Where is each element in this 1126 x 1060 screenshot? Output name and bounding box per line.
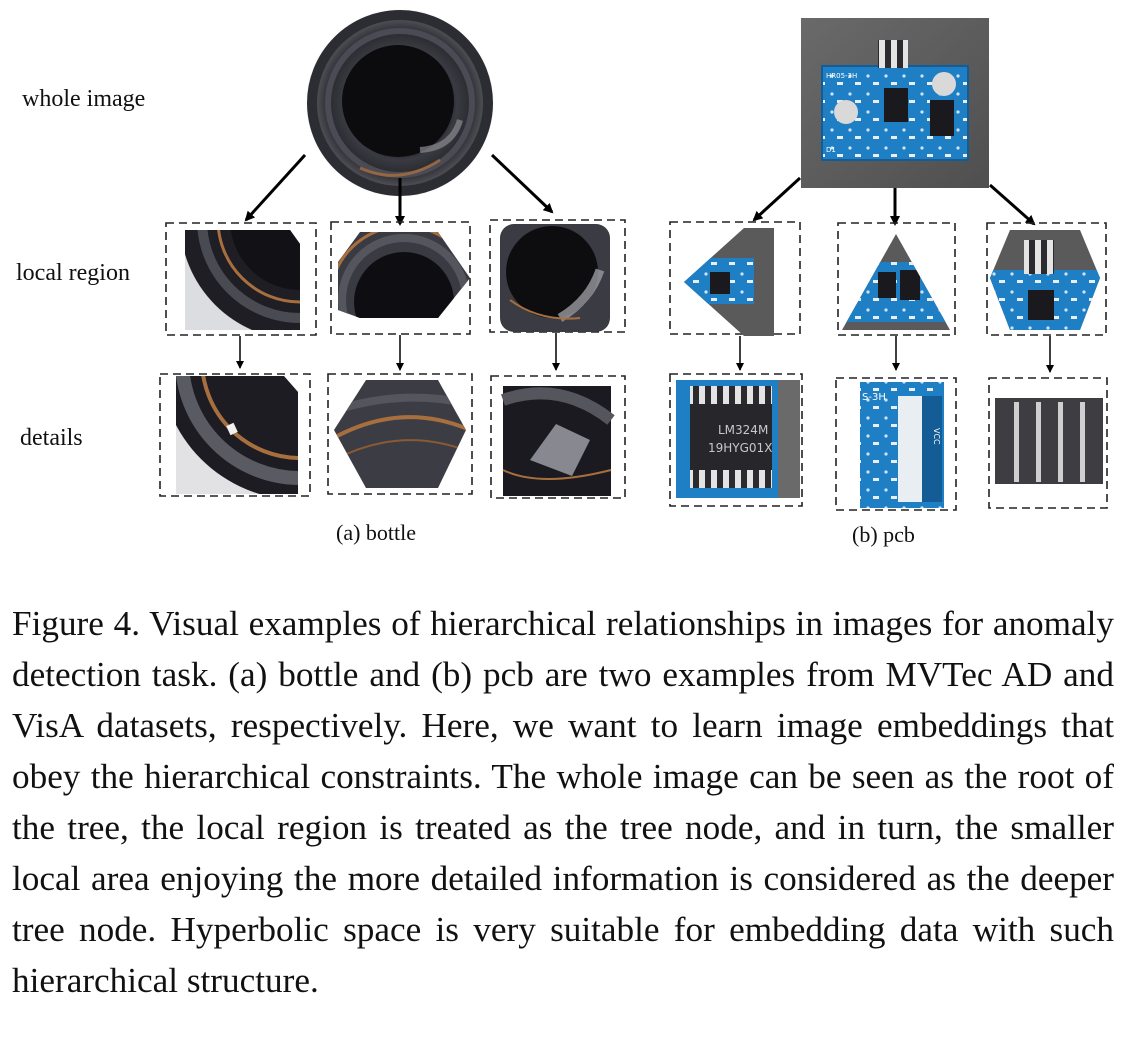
pcb-chip-code: 19HYG01X (708, 441, 772, 455)
pcb-detail-box-3 (988, 377, 1108, 509)
pcb-arrow-right (989, 183, 1036, 226)
figure-caption: Figure 4. Visual examples of hierarchica… (12, 604, 1114, 1000)
pcb-local-box-3 (986, 222, 1107, 336)
subcaption-pcb: (b) pcb (852, 522, 915, 547)
pcb-local-crop-3 (990, 230, 1100, 330)
pcb-board-d1-label: D1 (826, 146, 836, 154)
bottle-detail-box-2 (327, 373, 473, 495)
row-label-local-region: local region (16, 260, 130, 286)
pcb-chip-model: LM324M (718, 423, 768, 437)
pcb-detail-crop-1: LM324M 19HYG01X (676, 380, 800, 498)
pcb-local-crop-1 (684, 228, 774, 336)
pcb-board-model-label: HR05-3H (826, 72, 857, 80)
bottle-arrow-left (244, 153, 307, 222)
pcb-local-crop-2 (842, 234, 950, 330)
bottle-detail-crop-3 (501, 386, 615, 496)
bottle-local-crop-2 (338, 232, 470, 318)
bottle-local-box-1 (165, 222, 317, 336)
bottle-detail-box-3 (490, 375, 626, 499)
bottle-whole-image (305, 8, 495, 198)
pcb-whole-image: HR05-3H D1 (801, 18, 989, 188)
pcb-detail-vcc-label: VCC (932, 428, 941, 445)
pcb-local-box-1 (669, 221, 801, 335)
bottle-detail-crop-2 (334, 380, 466, 488)
pcb-detail-3h-label: S-3H (862, 392, 886, 403)
row-label-details: details (20, 425, 83, 451)
pcb-detail-crop-3 (995, 398, 1103, 484)
pcb-arrow-left (752, 176, 802, 222)
figure-panel: HR05-3H D1 LM324M 19HYG01X (159, 8, 1108, 511)
subcaption-bottle: (a) bottle (336, 520, 417, 545)
bottle-local-crop-1 (185, 230, 300, 330)
pcb-detail-box-2 (835, 377, 957, 511)
bottle-local-crop-3 (500, 224, 610, 332)
bottle-detail-box-1 (159, 373, 311, 497)
row-label-whole-image: whole image (22, 86, 146, 112)
bottle-arrow-right (490, 153, 554, 214)
pcb-detail-box-1 (669, 373, 803, 507)
pcb-local-box-2 (837, 222, 956, 336)
bottle-detail-crop-1 (176, 376, 298, 494)
pcb-detail-crop-2: S-3H VCC (860, 382, 944, 508)
